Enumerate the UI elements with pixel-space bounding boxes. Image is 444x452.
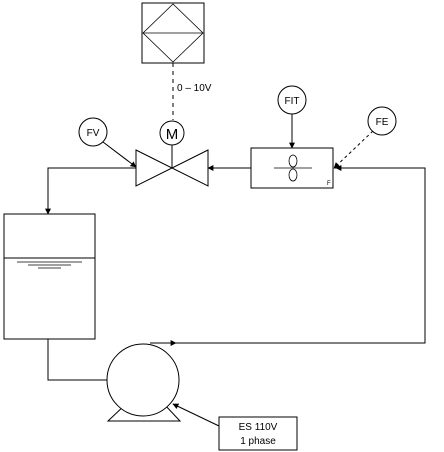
fe-instrument: FE	[367, 106, 397, 136]
flow-marker-label: F	[327, 181, 331, 187]
fv-label: FV	[87, 128, 100, 139]
power-line-2: 1 phase	[240, 436, 276, 447]
signal-label: 0 – 10V	[177, 83, 212, 94]
motor-label: M	[166, 126, 179, 143]
fv-arrow	[102, 141, 137, 168]
fe-dashed-line	[333, 130, 374, 169]
fe-label: FE	[376, 117, 389, 128]
power-arrow	[172, 403, 220, 427]
fit-instrument: FIT	[277, 85, 307, 115]
controller-block	[141, 2, 205, 64]
power-line-1: ES 110V	[239, 422, 278, 433]
pump	[106, 343, 182, 422]
power-supply-box: ES 110V 1 phase	[218, 416, 298, 451]
pipe-return-loop	[172, 167, 426, 344]
motor: M	[159, 120, 185, 146]
tank	[3, 213, 96, 340]
fv-instrument: FV	[78, 117, 108, 147]
fit-label: FIT	[285, 96, 300, 107]
flow-meter: F	[250, 147, 334, 189]
pipe-valve-to-tank	[45, 167, 136, 215]
